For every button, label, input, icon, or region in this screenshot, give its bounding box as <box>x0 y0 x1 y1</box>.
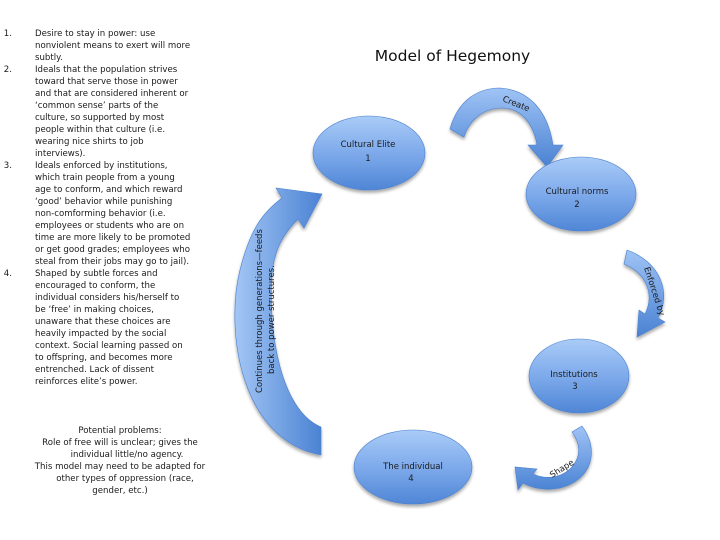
node-label-cultural-norms: Cultural norms <box>546 187 609 197</box>
note-line: encouraged to conform, the <box>35 281 156 291</box>
note-item: 4. Shaped by subtle forces and encouraged … <box>4 268 242 388</box>
continues-arrow-shape <box>234 187 323 456</box>
note-line: Ideals enforced by institutions, <box>35 161 168 171</box>
note-line: culture, so supported by most <box>35 113 165 123</box>
node-number-2: 2 <box>574 200 579 210</box>
node-number-4: 4 <box>408 474 413 484</box>
note-line: Desire to stay in power: use <box>35 29 156 39</box>
note-item: 2. Ideals that the population strives towa… <box>4 64 242 160</box>
note-line: toward that serve those in power <box>35 77 178 87</box>
note-line: Ideals that the population strives <box>35 65 178 75</box>
node-ellipse <box>353 429 473 505</box>
note-line: subtly. <box>35 53 63 63</box>
node-label-cultural-elite: Cultural Elite <box>341 140 396 150</box>
notes-list: 1. Desire to stay in power: use nonviolent… <box>4 28 242 388</box>
enforced-by-arrow <box>623 249 666 338</box>
node-number-3: 3 <box>572 382 577 392</box>
note-line: people within that culture (i.e. <box>35 125 166 135</box>
problems-line: Role of free will is unclear; gives the <box>42 438 198 448</box>
node-institutions <box>528 338 630 414</box>
node-ellipse <box>312 115 426 191</box>
problems-line: This model may need to be adapted for <box>34 462 206 472</box>
note-line: which train people from a young <box>35 173 175 183</box>
continues-label-line1: Continues through generations—feeds <box>255 229 265 393</box>
note-number: 4. <box>3 269 12 279</box>
enforced-by-arrow-shape <box>623 249 666 338</box>
diagram-title: Model of Hegemony <box>374 47 531 65</box>
note-line: nonviolent means to exert will more <box>35 41 191 51</box>
numbered-notes: 1. Desire to stay in power: use nonviolent… <box>4 28 242 388</box>
note-line: entrenched. Lack of dissent <box>35 365 154 375</box>
node-label-institutions: Institutions <box>550 370 598 380</box>
note-line: heavily impacted by the social <box>35 329 167 339</box>
note-line: and that are considered inherent or <box>35 89 189 99</box>
note-line: time are more likely to be promoted <box>35 233 191 243</box>
problems-line: other types of oppression (race, <box>56 474 194 484</box>
note-line: to offspring, and becomes more <box>35 353 173 363</box>
note-line: steal from their jobs may go to jail). <box>35 257 190 267</box>
note-number: 3. <box>3 161 12 171</box>
problems-line: gender, etc.) <box>92 486 148 496</box>
note-line: context. Social learning passed on <box>35 341 183 351</box>
note-line: ‘common sense’ parts of the <box>35 101 159 111</box>
continues-label-line2: back to power structures. <box>267 265 277 374</box>
node-ellipse <box>525 156 637 232</box>
problems-line: individual little/no agency. <box>70 450 184 460</box>
note-line: unaware that these choices are <box>35 317 171 327</box>
note-number: 1. <box>3 29 12 39</box>
create-arrow <box>449 87 564 168</box>
node-cultural-elite <box>312 115 426 191</box>
note-line: interviews). <box>35 149 86 159</box>
node-label-the-individual: The individual <box>382 462 443 472</box>
shape-arrow <box>514 425 592 491</box>
problems-heading: Potential problems: <box>78 426 162 436</box>
potential-problems: Potential problems: Role of free will is … <box>20 425 220 497</box>
note-line: individual considers his/herself to <box>35 293 180 303</box>
continues-arrow <box>234 187 323 456</box>
note-item: 3. Ideals enforced by institutions, which … <box>4 160 242 268</box>
node-the-individual <box>353 429 473 505</box>
note-line: be ‘free’ in making choices, <box>35 305 154 315</box>
note-line: non-comforming behavior (i.e. <box>35 209 166 219</box>
note-item: 1. Desire to stay in power: use nonviolent… <box>4 28 242 64</box>
note-line: age to conform, and which reward <box>35 185 183 195</box>
node-ellipse <box>528 338 630 414</box>
note-line: ‘good’ behavior while punishing <box>35 197 173 207</box>
note-line: or get good grades; employees who <box>35 245 190 255</box>
note-number: 2. <box>3 65 12 75</box>
node-cultural-norms <box>525 156 637 232</box>
note-line: reinforces elite’s power. <box>35 377 138 387</box>
note-line: wearing nice shirts to job <box>35 137 144 147</box>
note-line: Shaped by subtle forces and <box>35 269 158 279</box>
create-arrow-shape <box>449 87 564 168</box>
shape-arrow-shape <box>514 425 592 491</box>
note-line: employees or students who are on <box>35 221 185 231</box>
node-number-1: 1 <box>365 154 370 164</box>
